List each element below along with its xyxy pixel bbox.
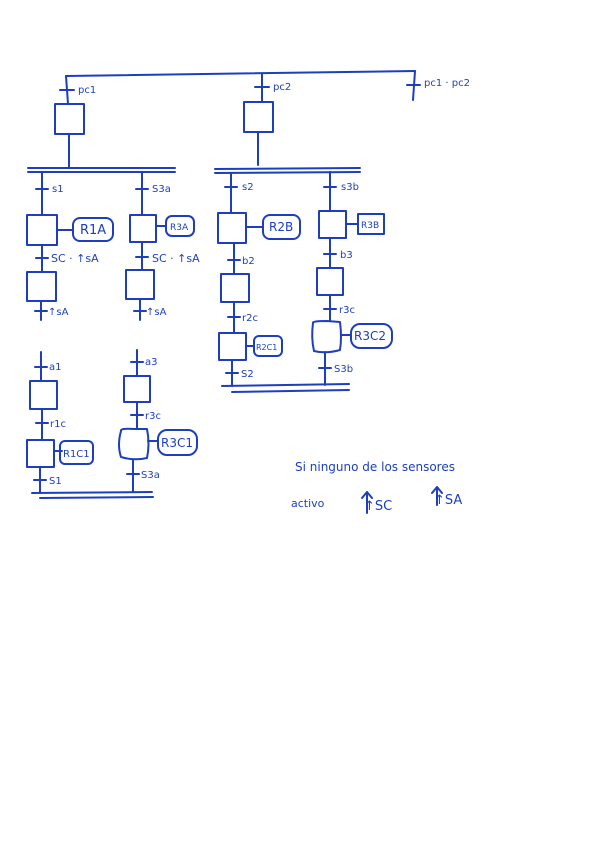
branch-bar-right-2 <box>214 171 361 174</box>
divergence-bars <box>27 167 361 174</box>
step-box-r3c1 <box>118 427 150 461</box>
label-pc1-pc2: pc1 · pc2 <box>424 78 470 89</box>
end-bar-right-1 <box>221 383 350 387</box>
label-sc-sa-1: SC · ↑sA <box>51 252 99 265</box>
step-box-s3b-b <box>316 267 344 296</box>
label-pc2: pc2 <box>273 82 291 93</box>
step-box-r1c1 <box>26 439 55 468</box>
label-s3a: S3a <box>152 184 171 195</box>
branch-bar-right-1 <box>214 167 361 170</box>
action-r3b <box>357 213 385 235</box>
end-bar-left-2 <box>39 496 154 499</box>
end-bar-right-2 <box>231 389 350 393</box>
step-box-r3c2 <box>311 320 342 354</box>
note-sc: ↑SC <box>364 499 392 514</box>
top-selection <box>54 70 421 169</box>
label-s1-end: S1 <box>49 476 62 487</box>
end-bar-left-1 <box>31 491 153 494</box>
step-box-a3 <box>123 375 151 403</box>
label-up-sa-1: ↑sA <box>48 307 69 318</box>
label-s3b-end: S3b <box>334 364 353 375</box>
step-box-r3a <box>129 214 157 243</box>
label-s3b: s3b <box>341 182 359 193</box>
note-line-1: Si ninguno de los sensores <box>295 460 455 474</box>
column-s2 <box>217 172 301 387</box>
label-r2c1: R2C1 <box>256 343 277 352</box>
step-box-a1 <box>29 380 58 410</box>
label-r2b: R2B <box>269 220 293 234</box>
top-bus-line <box>65 70 416 77</box>
column-a1 <box>26 351 94 494</box>
step-box-pc2 <box>243 101 274 133</box>
label-r1c1: R1C1 <box>63 449 90 460</box>
note-arrow-sa <box>431 486 443 506</box>
step-box-pc1 <box>54 103 85 135</box>
label-pc1: pc1 <box>78 85 96 96</box>
label-s3a-end: S3a <box>141 470 160 481</box>
step-box-r2b <box>217 212 247 244</box>
column-s3a <box>125 171 195 321</box>
step-box-r3b <box>318 210 347 239</box>
label-r2c: r2c <box>242 313 258 324</box>
step-box-r1a <box>26 214 58 246</box>
column-a3 <box>118 349 198 493</box>
action-r3c1 <box>157 429 198 456</box>
label-s1: s1 <box>52 184 64 195</box>
action-r3c2 <box>350 323 393 349</box>
label-r3c-top: r3c <box>339 305 355 316</box>
column-s3b <box>311 171 393 386</box>
action-r3a <box>165 215 195 237</box>
label-s2-end: S2 <box>241 369 254 380</box>
step-box-s3a-b <box>125 269 155 300</box>
label-r3c1: R3C1 <box>161 436 193 450</box>
action-r1a <box>72 217 114 242</box>
label-a1: a1 <box>49 362 62 373</box>
label-up-sa-2: ↑sA <box>146 307 167 318</box>
label-r1a: R1A <box>80 223 106 238</box>
label-s2: s2 <box>242 182 254 193</box>
label-r3c2: R3C2 <box>354 329 386 343</box>
action-r1c1 <box>59 440 94 465</box>
label-sc-sa-2: SC · ↑sA <box>152 252 200 265</box>
label-r3c-bottom: r3c <box>145 411 161 422</box>
label-r1c: r1c <box>50 419 66 430</box>
note-arrow-sc <box>361 491 373 514</box>
label-a3: a3 <box>145 357 158 368</box>
note-word-activo: activo <box>291 497 325 510</box>
label-r3a: R3A <box>170 223 189 233</box>
label-b2: b2 <box>242 256 255 267</box>
action-r2c1 <box>253 335 283 357</box>
step-box-s1-b <box>26 271 57 302</box>
action-r2b <box>262 214 301 240</box>
step-box-r2c1 <box>218 332 247 361</box>
column-s1 <box>26 171 114 321</box>
note-sa: ↑SA <box>434 493 462 508</box>
label-r3b: R3B <box>361 221 379 231</box>
label-b3: b3 <box>340 250 353 261</box>
step-box-s2-b <box>220 273 250 303</box>
